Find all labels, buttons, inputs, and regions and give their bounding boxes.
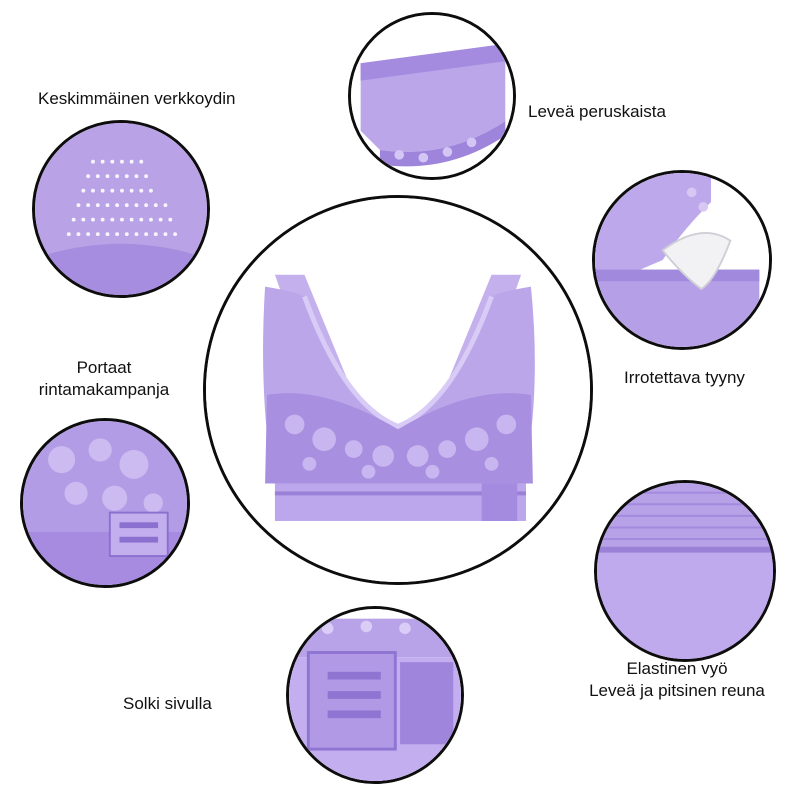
elastic-belt-label: Elastinen vyö Leveä ja pitsinen reuna xyxy=(566,658,788,702)
elastic-belt-circle xyxy=(594,480,776,662)
removable-pad-circle xyxy=(592,170,772,350)
wide-band-circle xyxy=(348,12,516,180)
step-breast-label-line1: Portaat xyxy=(76,358,132,377)
bra-overview-image xyxy=(206,198,590,582)
wide-band-image xyxy=(351,15,513,177)
elastic-belt-label-line1: Elastinen vyö xyxy=(626,659,728,678)
step-breast-circle xyxy=(20,418,190,588)
mesh-core-label: Keskimmäinen verkkoydin xyxy=(38,89,236,108)
wide-band-label: Leveä peruskaista xyxy=(528,102,666,121)
removable-pad-image xyxy=(595,173,769,347)
elastic-belt-image xyxy=(597,483,773,659)
mesh-core-image xyxy=(35,123,207,295)
step-breast-image xyxy=(23,421,187,585)
step-breast-label-line2: rintamakampanja xyxy=(38,380,170,399)
elastic-belt-label-line2: Leveä ja pitsinen reuna xyxy=(589,681,765,700)
side-buckle-circle xyxy=(286,606,464,784)
mesh-core-circle xyxy=(32,120,210,298)
side-buckle-image xyxy=(289,609,461,781)
removable-pad-label: Irrotettava tyyny xyxy=(624,368,745,387)
step-breast-label: Portaat rintamakampanja xyxy=(24,357,184,401)
side-buckle-label: Solki sivulla xyxy=(123,694,212,713)
bra-overview-circle xyxy=(203,195,593,585)
